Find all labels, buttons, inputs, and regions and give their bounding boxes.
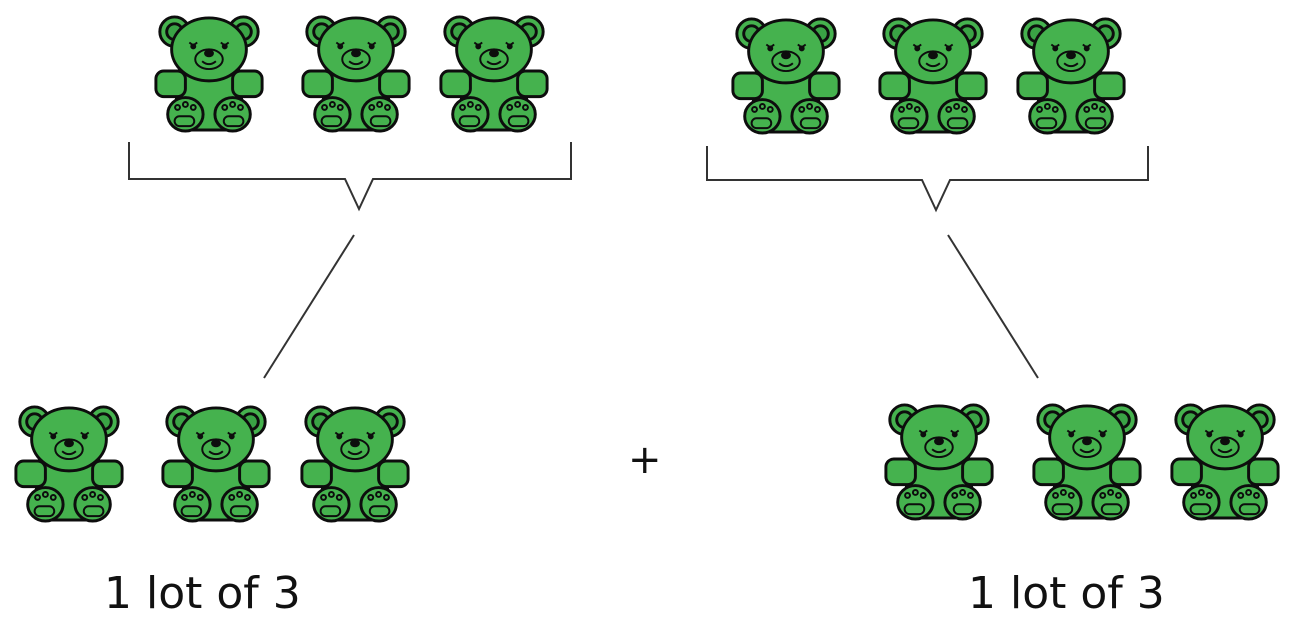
teddy-bear-icon	[296, 400, 414, 526]
left-group-label: 1 lot of 3	[104, 568, 301, 617]
teddy-bear-icon	[1028, 398, 1146, 524]
right-group-bracket	[706, 146, 1149, 213]
teddy-bear-icon	[880, 398, 998, 524]
teddy-bear-icon	[10, 400, 128, 526]
teddy-bear-icon	[1166, 398, 1284, 524]
right-group-label: 1 lot of 3	[968, 568, 1165, 617]
left-group-bracket	[128, 142, 572, 212]
right-connector-line	[947, 234, 1039, 379]
teddy-bear-icon	[874, 12, 992, 138]
teddy-bear-icon	[435, 10, 553, 136]
teddy-bear-icon	[150, 10, 268, 136]
teddy-bear-icon	[1012, 12, 1130, 138]
teddy-bear-icon	[727, 12, 845, 138]
teddy-bear-icon	[157, 400, 275, 526]
left-connector-line	[263, 234, 355, 379]
plus-operator: +	[628, 437, 662, 483]
teddy-bear-icon	[297, 10, 415, 136]
